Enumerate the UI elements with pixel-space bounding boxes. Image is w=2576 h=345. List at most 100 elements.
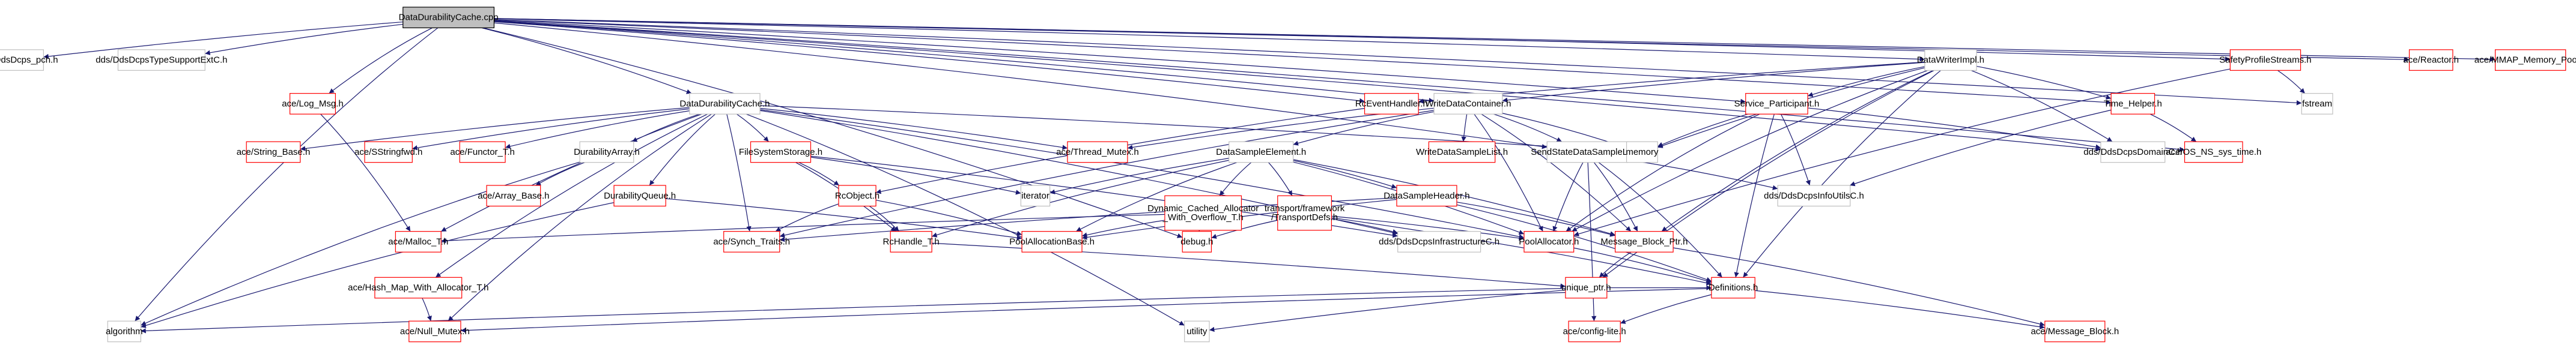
node-message-block[interactable]: ace/Message_Block.h <box>2031 320 2119 343</box>
edge-root-to-log_msg <box>329 27 433 94</box>
edge-root-to-writedatacontainer <box>494 20 1435 103</box>
node-ddsdcpsinfrastructurec[interactable]: dds/DdsDcpsInfrastructureC.h <box>1379 231 1499 253</box>
node-label: Message_Block_Ptr.h <box>1600 236 1687 247</box>
node-poolallocationbase[interactable]: PoolAllocationBase.h <box>1009 231 1095 253</box>
node-senddatasamplelist[interactable]: SendStateDataSampleList.h <box>1531 141 1644 163</box>
edge-time_helper-to-ddsdcpsinfoutilsc <box>1850 109 2112 187</box>
node-algorithm[interactable]: algorithm <box>106 320 143 343</box>
edges-layer <box>43 18 2496 334</box>
edge-hash_map-to-null_mutex <box>422 298 432 322</box>
edge-ddc_h-to-durabilityqueue <box>649 113 715 186</box>
edge-dynamic_cached-to-malloc_t <box>441 214 1165 244</box>
edge-log_msg-to-malloc_t <box>320 113 411 232</box>
node-ddc-h[interactable]: DataDurabilityCache.h <box>679 93 770 115</box>
node-os-ns-sys-time[interactable]: ace/OS_NS_sys_time.h <box>2166 141 2261 163</box>
node-filesystemstorage[interactable]: FileSystemStorage.h <box>739 141 822 163</box>
edge-durabilityqueue-to-algorithm <box>141 202 615 328</box>
edge-ddc_h-to-functor_t <box>505 110 690 149</box>
node-datawriterimpl[interactable]: DataWriterImpl.h <box>1917 49 1984 71</box>
node-writedatacontainer[interactable]: WriteDataContainer.h <box>1425 93 1511 115</box>
edge-datawriterimpl-to-service_participant <box>1808 66 1925 97</box>
edge-root-to-time_helper <box>494 19 2112 105</box>
node-ddsdcpsinfoutilsc[interactable]: dds/DdsDcpsInfoUtilsC.h <box>1764 185 1864 207</box>
node-null-mutex[interactable]: ace/Null_Mutex.h <box>400 320 470 343</box>
edge-datasampleelement-to-transportdefs <box>1268 162 1293 196</box>
node-rcobject[interactable]: RcObject.h <box>835 185 879 207</box>
node-dcps-pch[interactable]: DCPS/DdsDcps_pch.h <box>0 49 58 71</box>
node-label: RcHandle_T.h <box>883 236 940 247</box>
edge-senddatasamplelist-to-definitions <box>1598 162 1723 278</box>
node-memory[interactable]: memory <box>1626 141 1659 163</box>
node-durabilityqueue[interactable]: DurabilityQueue.h <box>604 185 676 207</box>
node-iterator[interactable]: iterator <box>1020 185 1051 207</box>
node-dynamic-cached[interactable]: Dynamic_Cached_Allocator_With_Overflow_T… <box>1147 195 1259 231</box>
node-root[interactable]: DataDurabilityCache.cpp <box>399 7 499 29</box>
node-utility[interactable]: utility <box>1184 320 1210 343</box>
edge-root-to-fstream <box>494 19 2302 106</box>
node-label: RcEventHandler.h <box>1355 98 1428 109</box>
edge-datasampleelement-to-iterator <box>1050 158 1229 194</box>
node-fstream[interactable]: fstream <box>2301 93 2333 115</box>
node-poolallocator[interactable]: PoolAllocator.h <box>1519 231 1579 253</box>
edge-ddc_h-to-malloc_t <box>440 113 702 232</box>
edge-safetyprofile-to-poolallocator <box>1573 68 2231 236</box>
node-array-base[interactable]: ace/Array_Base.h <box>478 185 549 207</box>
node-safetyprofile[interactable]: SafetyProfileStreams.h <box>2219 49 2312 71</box>
edge-datasampleheader-to-definitions <box>1456 204 1712 282</box>
node-label: SendStateDataSampleList.h <box>1531 147 1644 157</box>
edge-datasampleelement-to-poolallocationbase <box>1075 162 1238 232</box>
node-synch-traits[interactable]: ace/Synch_Traits.h <box>713 231 790 253</box>
node-ddsdcpsdomainc[interactable]: dds/DdsDcpsDomainC.h <box>2083 141 2182 163</box>
node-label: DCPS/DdsDcps_pch.h <box>0 55 58 65</box>
node-label: utility <box>1186 326 1208 337</box>
edge-root-to-dcps_pch <box>43 21 403 59</box>
node-label: DataSampleElement.h <box>1216 147 1306 157</box>
node-mmap[interactable]: ace/MMAP_Memory_Pool.h <box>2474 49 2576 71</box>
node-rceventhandler[interactable]: RcEventHandler.h <box>1355 93 1428 115</box>
node-label: fstream <box>2302 98 2332 109</box>
edge-senddatasamplelist-to-poolallocator <box>1552 162 1584 232</box>
node-unique-ptr[interactable]: unique_ptr.h <box>1561 277 1611 299</box>
node-thread-mutex[interactable]: ace/Thread_Mutex.h <box>1056 141 1139 163</box>
edge-datawriterimpl-to-definitions <box>1743 70 1941 278</box>
node-datasampleelement[interactable]: DataSampleElement.h <box>1216 141 1306 163</box>
node-label: WriteDataContainer.h <box>1425 98 1511 109</box>
node-message-block-ptr[interactable]: Message_Block_Ptr.h <box>1600 231 1687 253</box>
edge-datawriterimpl-to-poolallocator <box>1572 70 1928 232</box>
edge-unique_ptr-to-utility <box>1209 289 1566 332</box>
node-reactor[interactable]: ace/Reactor.h <box>2403 49 2459 71</box>
node-label: ace/Synch_Traits.h <box>713 236 790 247</box>
edge-message_block_ptr-to-message_block <box>1673 247 2046 327</box>
node-service-participant[interactable]: Service_Participant.h <box>1734 93 1820 115</box>
node-rchandle-t[interactable]: RcHandle_T.h <box>883 231 940 253</box>
node-functor-t[interactable]: ace/Functor_T.h <box>450 141 515 163</box>
node-hash-map[interactable]: ace/Hash_Map_With_Allocator_T.h <box>348 277 488 299</box>
node-datasampleheader[interactable]: DataSampleHeader.h <box>1384 185 1470 207</box>
node-label: ace/Thread_Mutex.h <box>1056 147 1139 157</box>
node-log-msg[interactable]: ace/Log_Msg.h <box>282 93 344 115</box>
edge-durabilityqueue-to-poolallocationbase <box>666 198 1022 241</box>
edge-root-to-ddsdcpsdomainc <box>494 20 2101 152</box>
node-definitions[interactable]: Definitions.h <box>1709 277 1758 299</box>
node-label: dds/DdsDcpsDomainC.h <box>2083 147 2182 157</box>
node-label: DataDurabilityCache.h <box>679 98 770 109</box>
node-typesupport[interactable]: dds/DdsDcpsTypeSupportExtC.h <box>96 49 228 71</box>
node-time-helper[interactable]: Time_Helper.h <box>2104 93 2162 115</box>
edge-ddc_h-to-filesystemstorage <box>737 113 769 142</box>
node-durabilityarray[interactable]: DurabilityArray.h <box>574 141 640 163</box>
node-string-base[interactable]: ace/String_Base.h <box>237 141 311 163</box>
node-config[interactable]: ace/config-lite.h <box>1563 320 1626 343</box>
node-transportdefs[interactable]: transport/framework/TransportDefs.h <box>1265 195 1345 231</box>
node-malloc-t[interactable]: ace/Malloc_T.h <box>388 231 448 253</box>
node-debug[interactable]: debug.h <box>1180 231 1213 253</box>
edge-root-to-ddc_h <box>481 27 692 94</box>
node-label: PoolAllocator.h <box>1519 236 1579 247</box>
node-label: SafetyProfileStreams.h <box>2219 55 2311 65</box>
node-sstringfwd[interactable]: ace/SStringfwd.h <box>354 141 422 163</box>
node-label: unique_ptr.h <box>1561 283 1611 293</box>
node-writedatasamplelist[interactable]: WriteDataSampleList.h <box>1416 141 1508 163</box>
node-label: dds/DdsDcpsInfrastructureC.h <box>1379 236 1499 247</box>
edge-definitions-to-null_mutex <box>460 288 1712 333</box>
edge-ddc_h-to-utility <box>746 113 1185 326</box>
